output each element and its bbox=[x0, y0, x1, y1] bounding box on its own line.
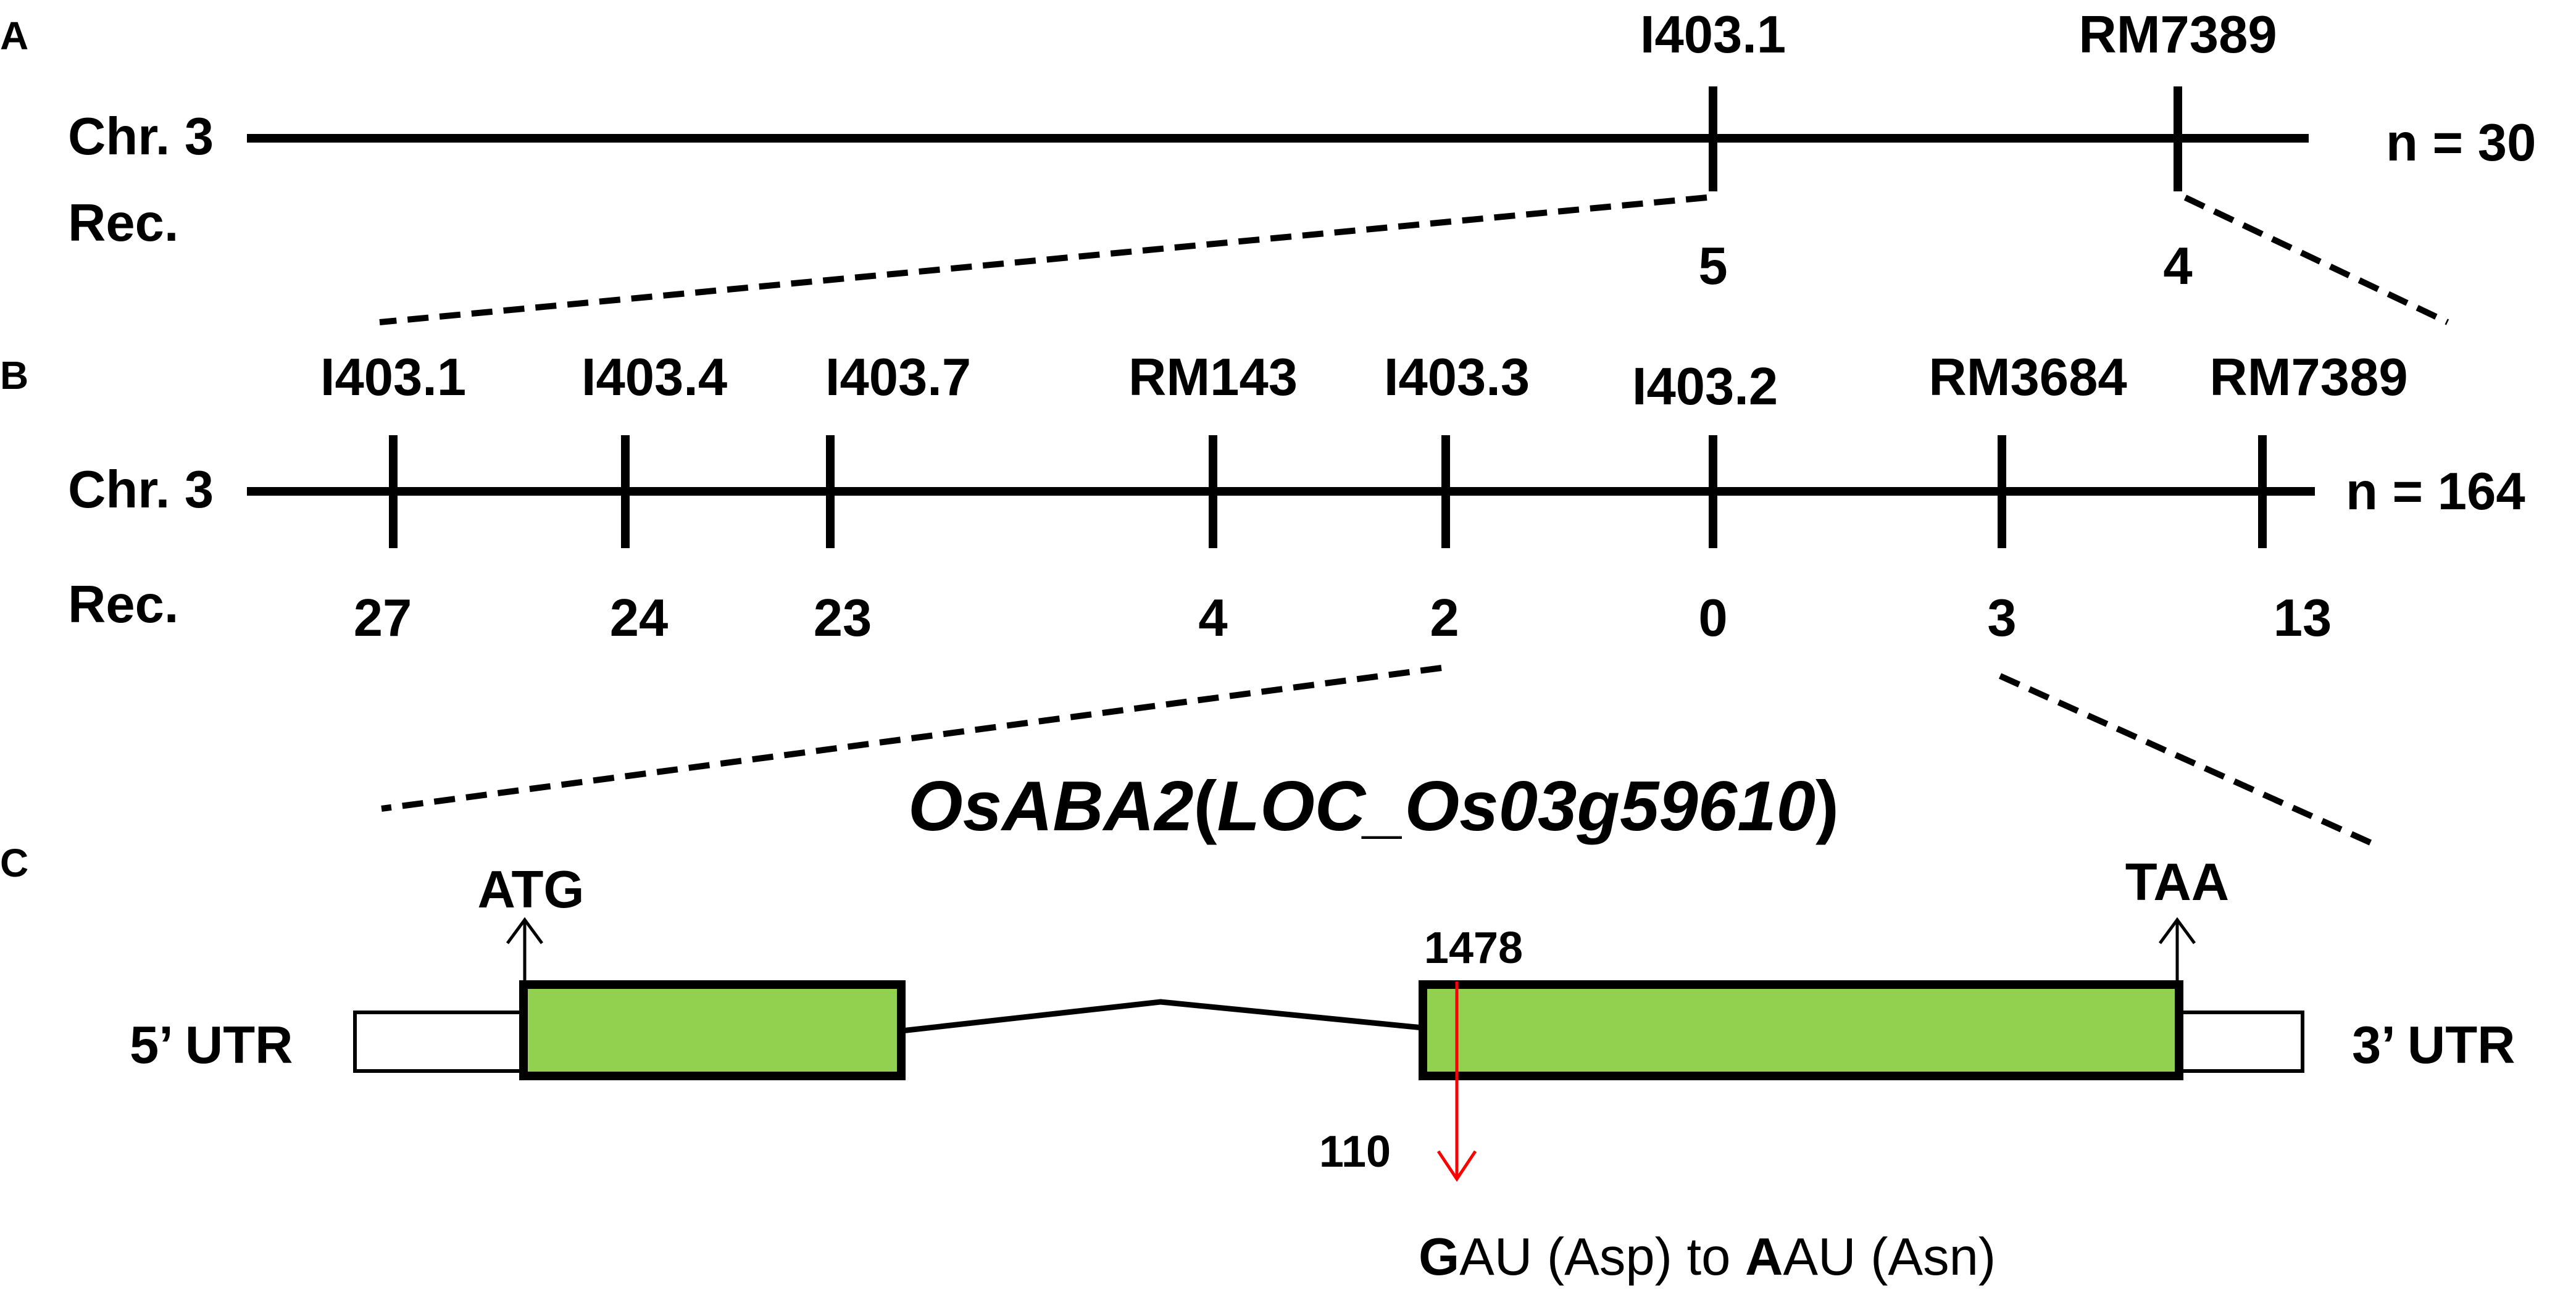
panel-b-rec-value: 27 bbox=[354, 589, 412, 648]
gene-name: OsABA2 bbox=[908, 767, 1193, 846]
utr5-label: 5’ UTR bbox=[130, 1016, 293, 1075]
panel-a-rec-value: 5 bbox=[1698, 237, 1727, 296]
mutation-description: GAU (Asp) to AAU (Asn) bbox=[1419, 1228, 1996, 1286]
intron-line bbox=[901, 999, 1423, 1034]
panel-b-marker-label: I403.1 bbox=[320, 348, 466, 407]
panel-b-rec-value: 24 bbox=[610, 589, 669, 648]
panel-b-n-label: n = 164 bbox=[2346, 462, 2525, 521]
stop-codon-arrow-head bbox=[2158, 917, 2196, 944]
panel-b: B Chr. 3 Rec. I403.1 27 I403.4 24 I403.7… bbox=[0, 348, 2525, 648]
utr5-box bbox=[353, 1011, 527, 1073]
gene-locus: LOC_Os03g59610 bbox=[1217, 767, 1815, 846]
zoom-line-b-left bbox=[381, 665, 1442, 812]
panel-b-marker-label: RM143 bbox=[1128, 348, 1298, 407]
gene-paren-open: ( bbox=[1193, 767, 1217, 846]
panel-a-rec-value: 4 bbox=[2163, 237, 2192, 296]
panel-b-marker-label: I403.2 bbox=[1632, 357, 1778, 416]
panel-c: C OsABA2(LOC_Os03g59610) 5’ UTR 3’ UTR A… bbox=[0, 767, 2516, 1286]
panel-a-marker-label: I403.1 bbox=[1640, 6, 1786, 64]
zoom-line-a-left bbox=[379, 194, 1707, 325]
panel-b-rec-value: 0 bbox=[1698, 589, 1727, 648]
mutation-from-rest: AU (Asp) to bbox=[1459, 1228, 1745, 1286]
panel-b-chr-label: Chr. 3 bbox=[68, 461, 214, 519]
exon-1 bbox=[519, 980, 906, 1080]
stop-codon-label: TAA bbox=[2125, 853, 2229, 912]
mutation-from-base: G bbox=[1419, 1228, 1459, 1286]
panel-a: A Chr. 3 Rec. I403.1 5 RM7389 4 n = 30 bbox=[0, 6, 2536, 296]
start-codon-label: ATG bbox=[477, 861, 584, 919]
mutation-residue-label: 110 bbox=[1319, 1127, 1391, 1177]
panel-c-letter: C bbox=[0, 841, 28, 885]
panel-b-rec-value: 2 bbox=[1430, 589, 1459, 648]
panel-a-chr-label: Chr. 3 bbox=[68, 107, 214, 166]
panel-b-marker-label: I403.7 bbox=[825, 348, 971, 407]
panel-b-rec-value: 4 bbox=[1198, 589, 1227, 648]
panel-b-marker-label: RM3684 bbox=[1928, 348, 2127, 407]
panel-a-marker-label: RM7389 bbox=[2078, 6, 2277, 64]
panel-b-rec-value: 13 bbox=[2274, 589, 2332, 648]
panel-b-rec-value: 3 bbox=[1987, 589, 2016, 648]
zoom-line-b-right bbox=[1998, 673, 2372, 846]
mutation-position-label: 1478 bbox=[1424, 923, 1523, 973]
panel-a-rec-label: Rec. bbox=[68, 194, 179, 252]
panel-a-letter: A bbox=[0, 14, 28, 58]
panel-b-rec-value: 23 bbox=[814, 589, 872, 648]
panel-b-marker-label: I403.4 bbox=[581, 348, 727, 407]
mutation-arrow-head bbox=[1436, 1150, 1477, 1182]
mutation-to-base: A bbox=[1745, 1228, 1783, 1286]
gene-paren-close: ) bbox=[1815, 767, 1839, 846]
panel-b-rec-label: Rec. bbox=[68, 575, 179, 634]
panel-a-n-label: n = 30 bbox=[2386, 114, 2536, 172]
panel-b-marker-label: RM7389 bbox=[2209, 348, 2407, 407]
start-codon-arrow-head bbox=[506, 917, 544, 944]
utr3-box bbox=[2177, 1011, 2304, 1073]
zoom-line-a-right bbox=[2183, 194, 2449, 325]
exon-2 bbox=[1419, 980, 2183, 1080]
panel-b-letter: B bbox=[0, 353, 28, 398]
gene-title: OsABA2(LOC_Os03g59610) bbox=[908, 767, 1839, 846]
utr3-label: 3’ UTR bbox=[2352, 1016, 2516, 1075]
mutation-to-rest: AU (Asn) bbox=[1783, 1228, 1996, 1286]
panel-b-marker-label: I403.3 bbox=[1384, 348, 1530, 407]
